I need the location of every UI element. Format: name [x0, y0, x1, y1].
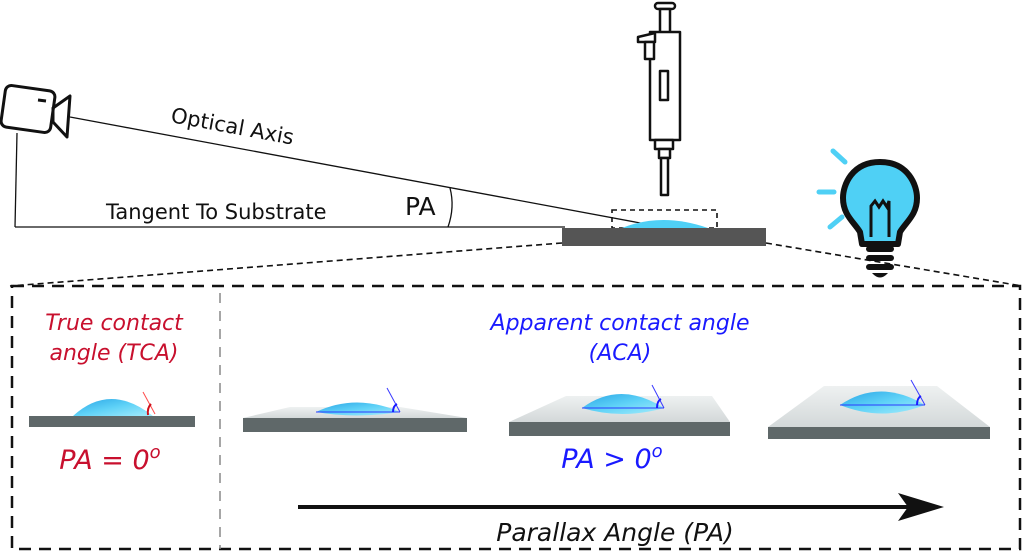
tca-condition: PA = 0o [59, 442, 160, 476]
aca-droplet [316, 402, 400, 416]
slab-side [768, 427, 990, 439]
optical-axis-line [69, 116, 663, 228]
parallax-angle-label: PA [405, 192, 436, 221]
aca-angle-arc [392, 403, 398, 413]
true-contact-angle-panel: True contact angle (TCA) PA = 0o [29, 311, 195, 476]
parallax-angle-arrow: Parallax Angle (PA) [298, 493, 944, 547]
aca-substrate-high-parallax [768, 379, 990, 439]
arrow-head [898, 493, 944, 521]
apparent-contact-angle-panel: Apparent contact angle (ACA) [243, 311, 990, 475]
arrow-label: Parallax Angle (PA) [496, 518, 733, 547]
aca-condition: PA > 0o [561, 441, 662, 475]
parallax-angle-arc [447, 187, 453, 228]
connector-right [765, 242, 1023, 287]
video-camera-icon [0, 84, 72, 139]
substrate-bar [562, 228, 766, 246]
tca-angle-arc [146, 403, 152, 416]
aca-tangent-line [910, 379, 926, 406]
detail-panel-frame [10, 284, 1022, 551]
aca-tangent-line [651, 384, 665, 409]
optical-axis-label: Optical Axis [169, 103, 296, 149]
aca-title-line1: Apparent contact angle [489, 311, 750, 336]
aca-droplet [582, 394, 664, 414]
camera-drop-line [14, 132, 18, 228]
tca-droplet [73, 399, 153, 416]
aca-title-line2: (ACA) [589, 341, 652, 366]
tca-tangent-line [142, 391, 156, 415]
connector-left [9, 242, 563, 287]
aca-substrate-medium-parallax [509, 384, 730, 436]
tca-title-line1: True contact [45, 311, 184, 336]
pipette-icon [636, 1, 682, 197]
tca-substrate [29, 416, 195, 427]
aca-substrate-low-parallax [243, 387, 467, 432]
slab-side [509, 422, 730, 436]
aca-droplet [840, 391, 925, 414]
aca-tangent-line [386, 387, 401, 413]
slab-side [243, 418, 467, 432]
tca-title-line2: angle (TCA) [49, 341, 178, 366]
aca-angle-arc [656, 398, 662, 409]
aca-angle-arc [916, 395, 922, 406]
light-bulb-icon [816, 148, 920, 278]
tangent-label: Tangent To Substrate [105, 200, 327, 224]
droplet-top [622, 220, 708, 228]
